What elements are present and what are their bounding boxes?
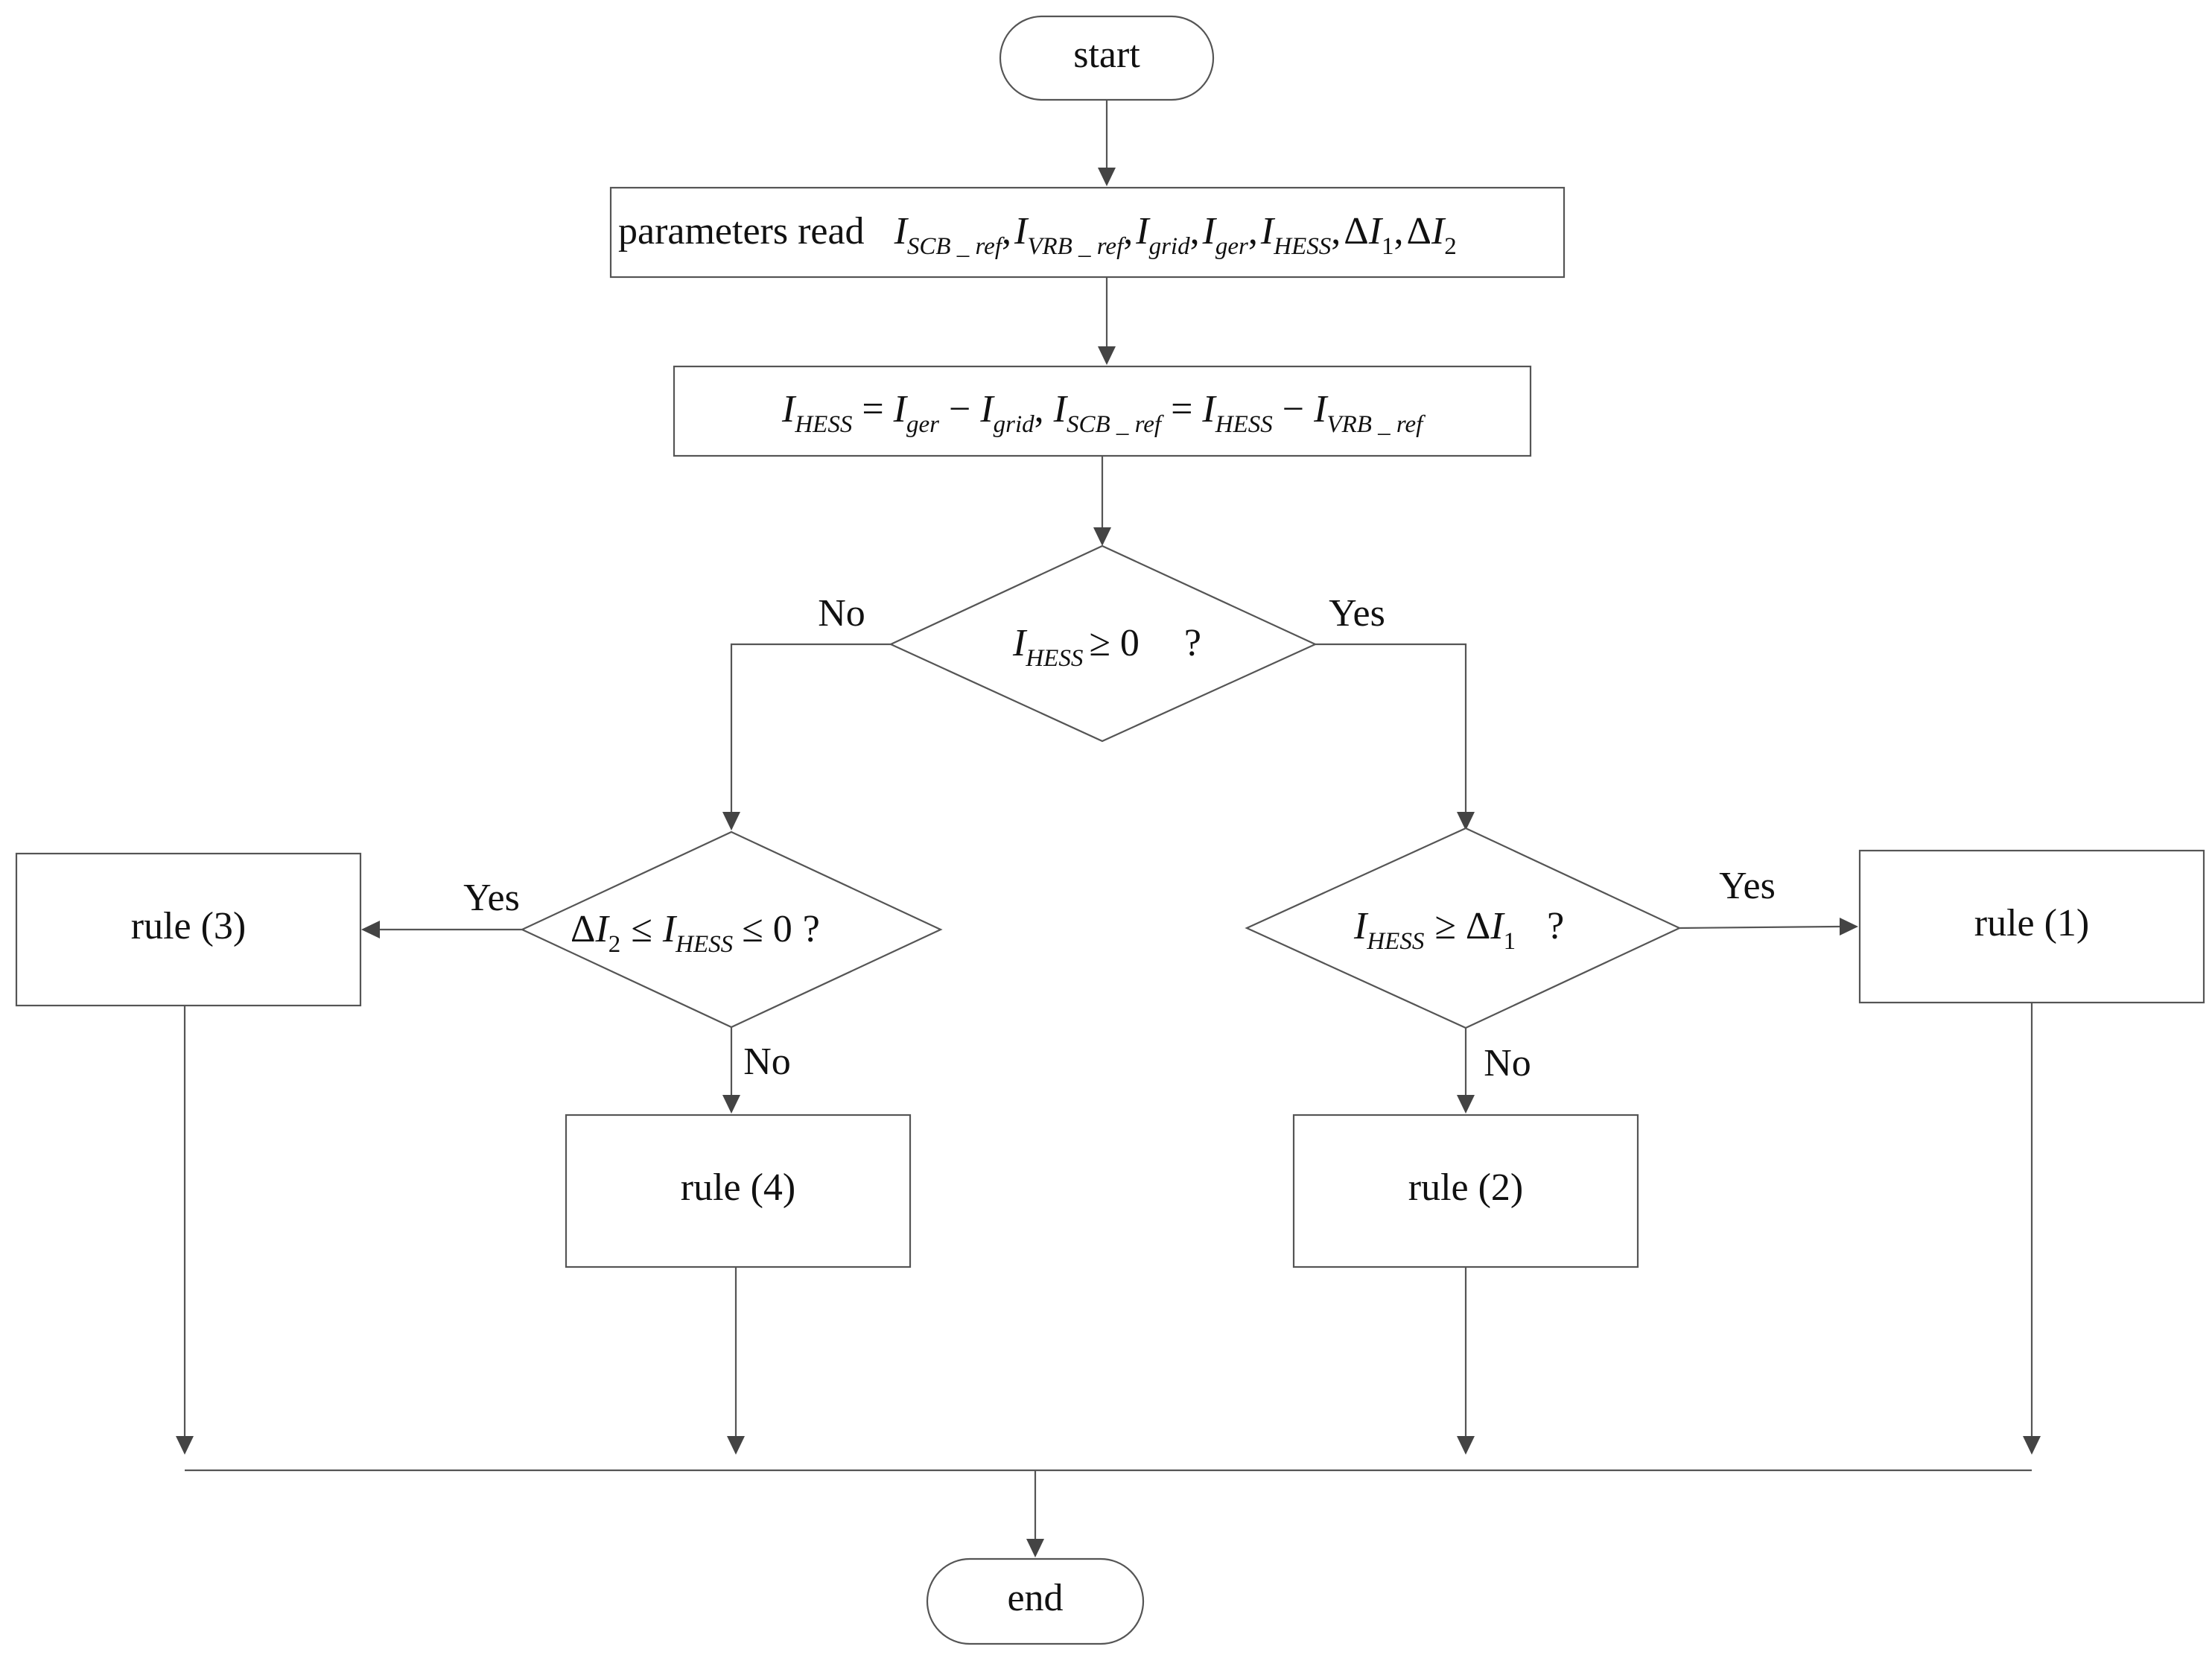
param-delta-i2-sub: 2 <box>1444 233 1457 260</box>
rule-2-label: rule (2) <box>1408 1166 1523 1209</box>
param-i-vrb-ref-sub: VRB _ ref <box>1027 233 1126 260</box>
param-i-vrb-ref: I <box>1014 210 1029 252</box>
no-label-decision3: No <box>1484 1042 1531 1084</box>
eq2-a-sub: HESS <box>1215 411 1273 438</box>
merge-connectors <box>176 1003 2041 1557</box>
yes-label-decision3: Yes <box>1719 865 1776 907</box>
arrow-compute-to-decision1 <box>1093 456 1111 546</box>
start-terminal: start <box>999 15 1215 101</box>
rule-4-shape <box>565 1114 912 1268</box>
no-label-decision1: No <box>818 592 865 635</box>
param-i-grid: I <box>1135 210 1151 252</box>
eq2-lhs-sub: SCB _ ref <box>1067 411 1164 438</box>
branch-decision2-yes: Yes <box>361 877 522 938</box>
decision-i-hess-nonnegative: IHESS≥ 0? <box>889 544 1318 743</box>
rule-2-shape <box>1292 1114 1639 1268</box>
read-parameters-text: parameters read ISCB _ ref, IVRB _ ref, … <box>618 210 1457 260</box>
branch-decision1-yes: Yes <box>1315 592 1475 830</box>
param-delta-i1: I <box>1368 210 1384 252</box>
rule-3-label: rule (3) <box>131 905 246 947</box>
eq1-a-sub: ger <box>906 411 939 438</box>
param-i-grid-sub: grid <box>1149 233 1191 260</box>
eq2-b-sub: VRB _ ref <box>1326 411 1426 438</box>
rule-2-box: rule (2) <box>1292 1114 1639 1268</box>
eq1-lhs-sub: HESS <box>794 411 852 438</box>
decision3-text: IHESS≥ ΔI1? <box>1353 905 1564 955</box>
start-label: start <box>1073 34 1140 76</box>
arrow-start-to-params <box>1098 100 1116 186</box>
branch-decision2-no: No <box>722 1027 791 1114</box>
param-i-scb-ref-sub: SCB _ ref <box>907 233 1005 260</box>
compute-shape <box>673 365 1532 457</box>
decision-i-hess-ge-delta-i1: IHESS≥ ΔI1? <box>1245 827 1682 1029</box>
param-delta-i1-sub: 1 <box>1382 233 1394 260</box>
param-delta2-prefix: Δ <box>1407 210 1431 252</box>
branch-decision1-no: No <box>722 592 891 830</box>
end-terminal: end <box>926 1557 1145 1645</box>
param-i-ger-sub: ger <box>1215 233 1248 260</box>
decision1-text: IHESS≥ 0? <box>1012 622 1201 672</box>
rule-1-label: rule (1) <box>1974 902 2089 944</box>
read-parameters-label: parameters read <box>618 210 865 252</box>
eq1-b-sub: grid <box>994 411 1035 438</box>
param-delta1-prefix: Δ <box>1344 210 1368 252</box>
branch-decision3-yes: Yes <box>1679 865 1858 936</box>
end-label: end <box>1007 1577 1063 1619</box>
rule-3-box: rule (3) <box>15 852 362 1007</box>
param-i-ger: I <box>1202 210 1218 252</box>
param-delta-i2: I <box>1431 210 1446 252</box>
param-i-scb-ref: I <box>894 210 909 252</box>
compute-equations: IHESS = Iger − Igrid, ISCB _ ref = IHESS… <box>781 388 1426 438</box>
no-label-decision2: No <box>743 1041 791 1083</box>
decision-delta-i2-range: ΔI2≤IHESS≤ 0? <box>520 830 943 1029</box>
read-parameters-box: parameters read ISCB _ ref, IVRB _ ref, … <box>609 186 1566 279</box>
arrow-params-to-compute <box>1098 277 1116 365</box>
rule-4-label: rule (4) <box>681 1166 795 1209</box>
compute-box: IHESS = Iger − Igrid, ISCB _ ref = IHESS… <box>673 365 1532 457</box>
rule-1-box: rule (1) <box>1858 849 2205 1004</box>
param-i-hess: I <box>1260 210 1276 252</box>
param-i-hess-sub: HESS <box>1273 233 1331 260</box>
yes-label-decision1: Yes <box>1329 592 1385 635</box>
read-parameters-shape <box>609 186 1566 279</box>
rule-3-shape <box>15 852 362 1007</box>
end-shape <box>926 1557 1145 1645</box>
decision1-shape <box>889 544 1318 743</box>
rule-4-box: rule (4) <box>565 1114 912 1268</box>
decision2-text: ΔI2≤IHESS≤ 0? <box>571 908 820 958</box>
yes-label-decision2: Yes <box>463 877 520 919</box>
branch-decision3-no: No <box>1457 1028 1531 1114</box>
